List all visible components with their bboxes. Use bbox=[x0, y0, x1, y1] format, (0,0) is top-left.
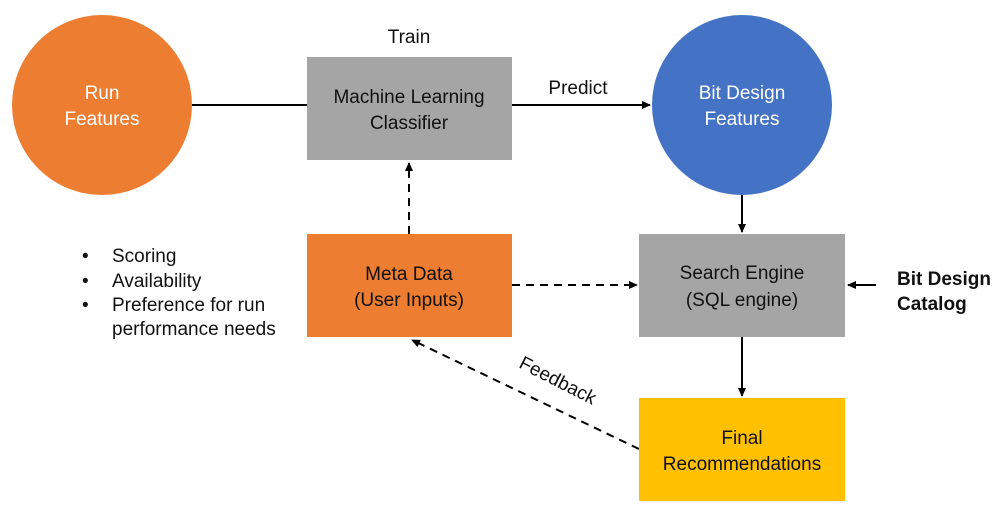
run-features-line2: Features bbox=[65, 109, 140, 130]
meta-data-line2: (User Inputs) bbox=[354, 290, 464, 311]
bullet-marker: • bbox=[82, 295, 89, 316]
bullet-text: Availability bbox=[112, 271, 202, 292]
search-engine-line2: (SQL engine) bbox=[686, 290, 798, 311]
node-search-engine: Search Engine (SQL engine) bbox=[639, 234, 845, 337]
node-final-recommendations: Final Recommendations bbox=[639, 398, 845, 501]
final-recommendations-line1: Final bbox=[721, 428, 762, 449]
predict-label: Predict bbox=[548, 78, 608, 99]
catalog-line1: Bit Design bbox=[897, 269, 991, 290]
bullet-marker: • bbox=[82, 246, 89, 267]
node-ml-classifier: Machine Learning Classifier bbox=[307, 57, 512, 160]
bullet-text: Preference for run bbox=[112, 295, 265, 316]
ml-classifier-line1: Machine Learning bbox=[333, 87, 484, 108]
bit-design-features-line2: Features bbox=[705, 109, 780, 130]
bullet-marker: • bbox=[82, 271, 89, 292]
train-label: Train bbox=[388, 27, 431, 48]
final-recommendations-line2: Recommendations bbox=[663, 454, 821, 475]
catalog-line2: Catalog bbox=[897, 294, 967, 315]
search-engine-line1: Search Engine bbox=[680, 263, 805, 284]
run-features-line1: Run bbox=[85, 83, 120, 104]
node-bit-design-features: Bit Design Features bbox=[652, 15, 832, 195]
node-meta-data: Meta Data (User Inputs) bbox=[307, 234, 512, 337]
ml-classifier-line2: Classifier bbox=[370, 113, 449, 134]
node-run-features: Run Features bbox=[12, 15, 192, 195]
meta-bullet-list: • Scoring • Availability • Preference fo… bbox=[82, 246, 276, 340]
feedback-label: Feedback bbox=[516, 353, 600, 410]
bullet-text: performance needs bbox=[112, 319, 276, 340]
meta-data-line1: Meta Data bbox=[365, 264, 453, 285]
bit-design-features-line1: Bit Design bbox=[699, 83, 786, 104]
bullet-text: Scoring bbox=[112, 246, 176, 267]
